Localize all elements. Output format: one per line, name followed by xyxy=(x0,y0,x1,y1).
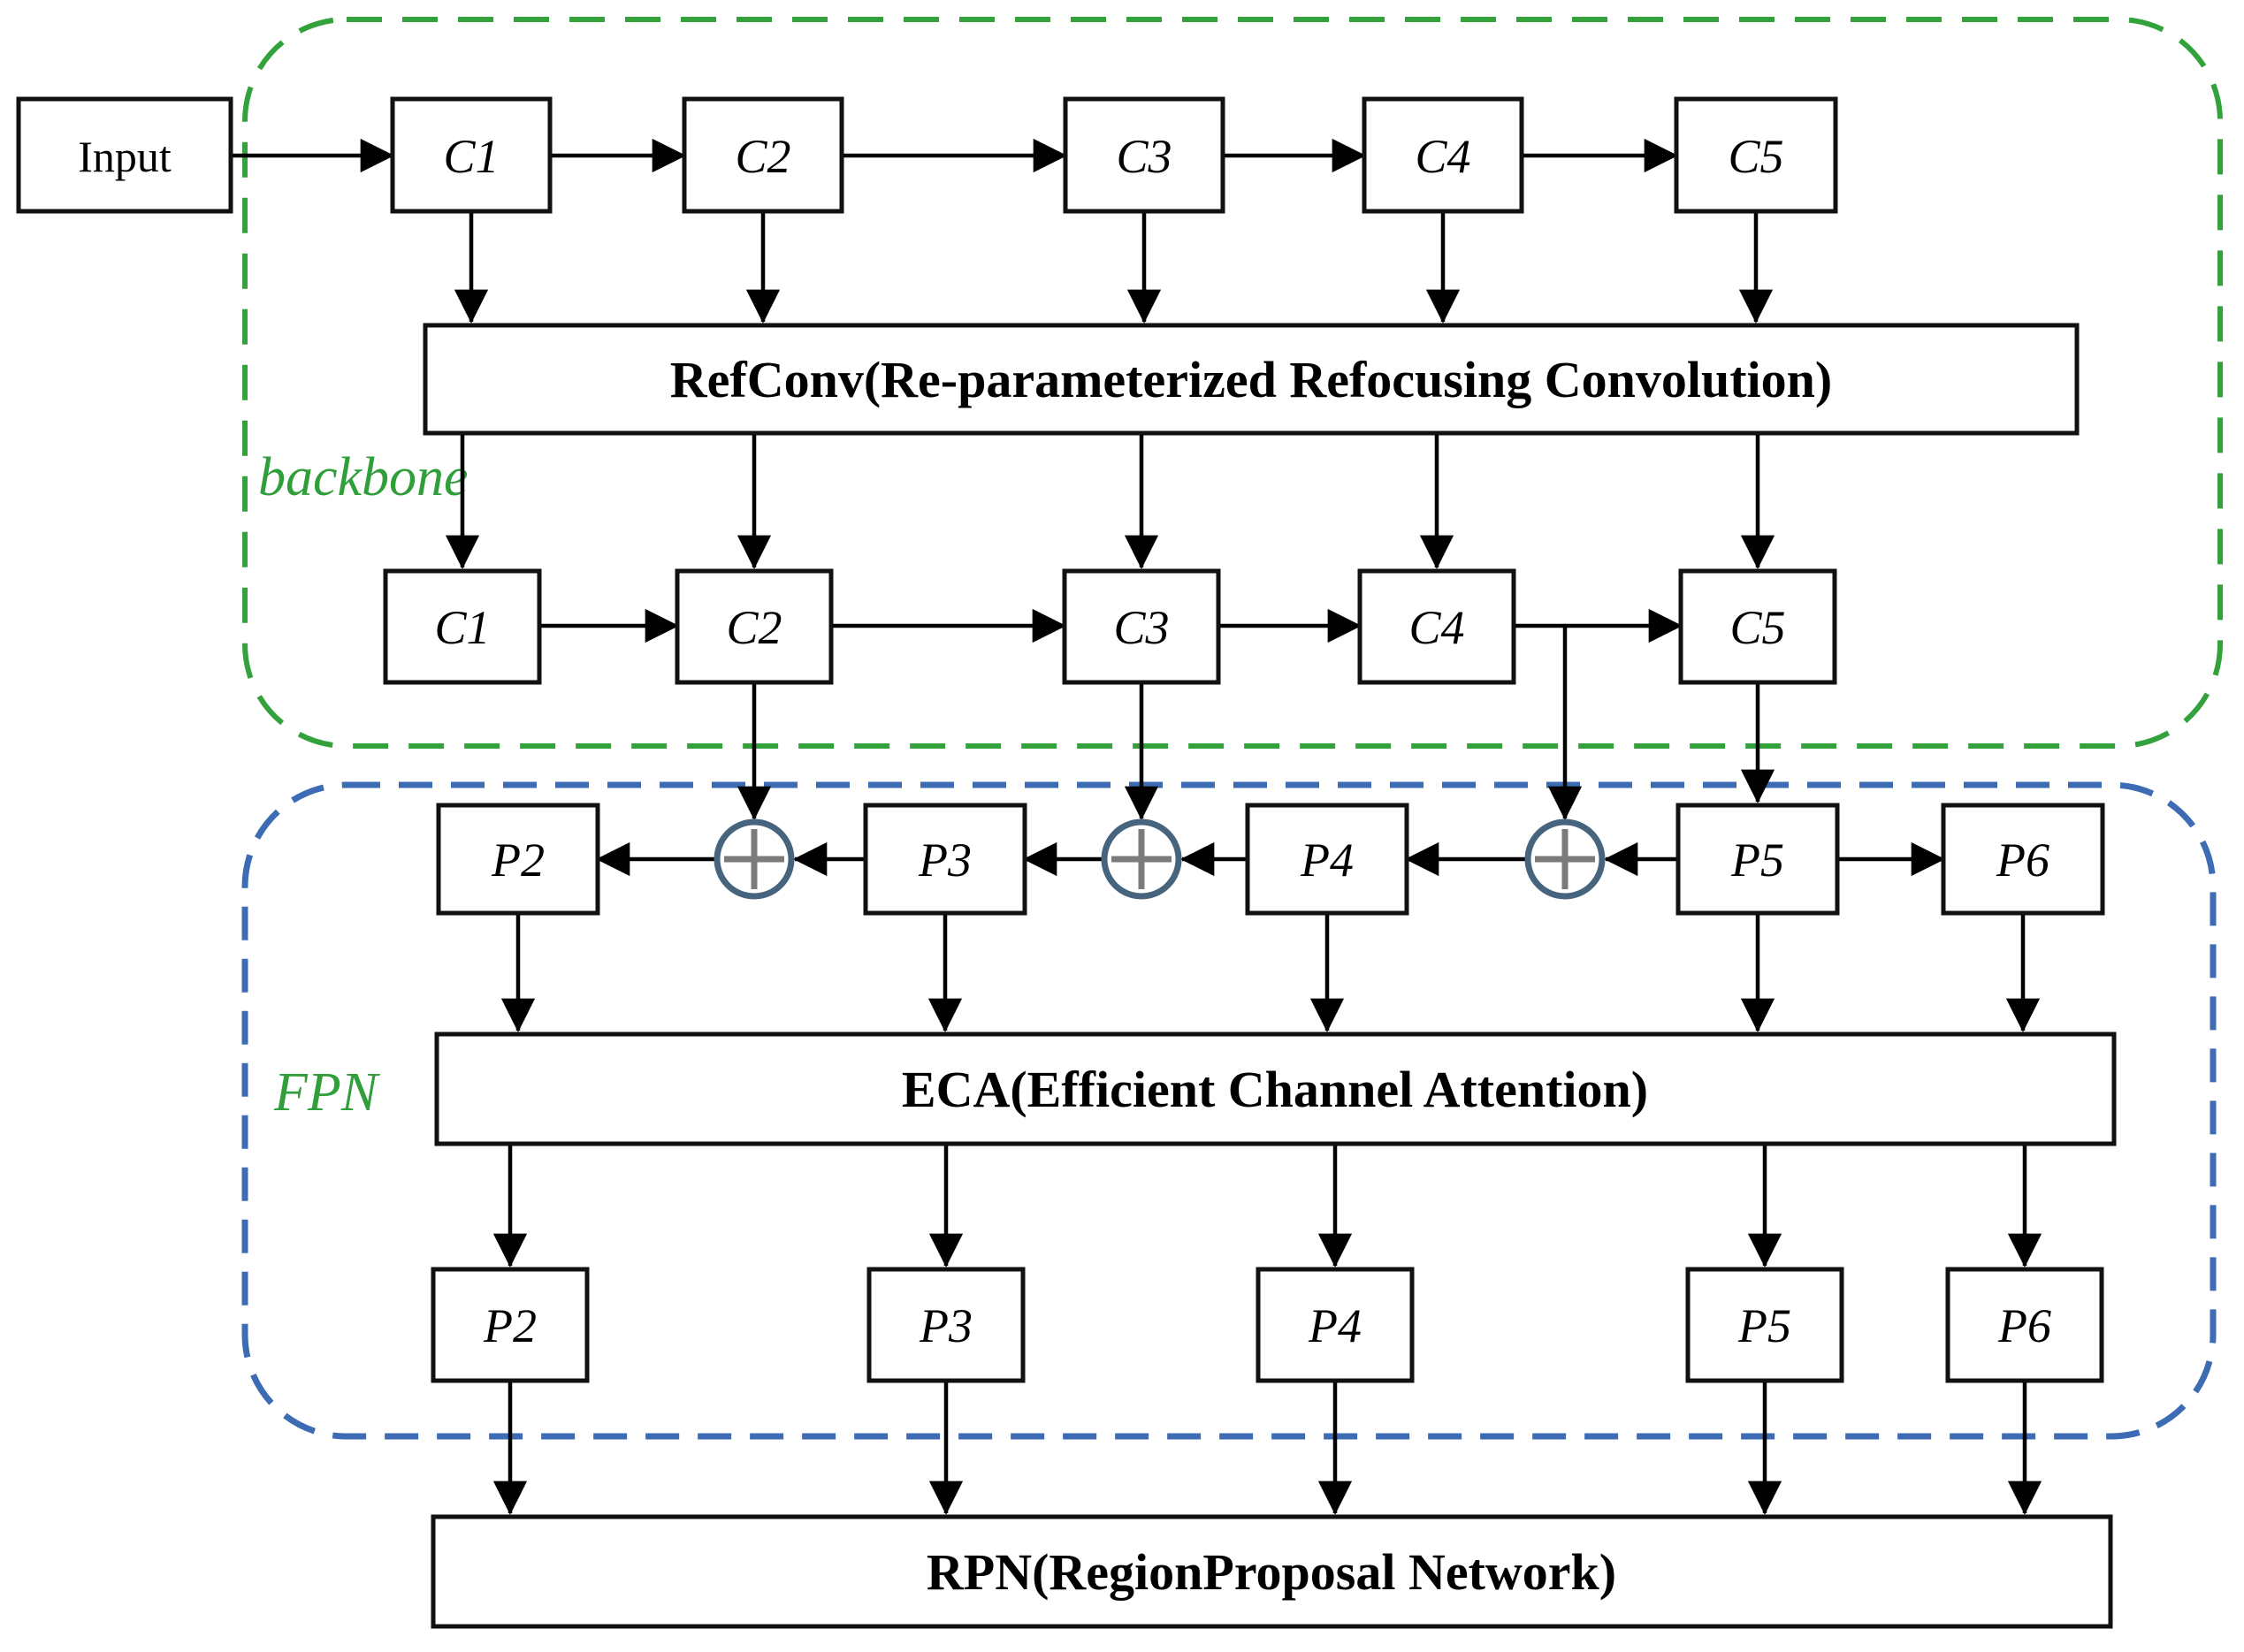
node-p5-row2: P5 xyxy=(1685,1267,1844,1383)
node-c2-row1: C2 xyxy=(682,96,844,214)
node-p5-row1-label: P5 xyxy=(1730,834,1784,887)
band-refconv-label: RefConv(Re-parameterized Refocusing Conv… xyxy=(670,351,1832,408)
node-p2-row1-label: P2 xyxy=(491,834,545,887)
band-refconv: RefConv(Re-parameterized Refocusing Conv… xyxy=(423,323,2080,436)
node-c2-row1-label: C2 xyxy=(735,130,790,183)
node-p3-row2: P3 xyxy=(866,1267,1026,1383)
node-input-label: Input xyxy=(78,132,172,181)
fpn-region-border xyxy=(241,781,2217,1440)
band-rpn: RPN(RegionProposal Network) xyxy=(431,1514,2113,1629)
plus-icon xyxy=(1111,829,1172,889)
adder-2 xyxy=(1101,818,1182,900)
node-p4-row1-label: P4 xyxy=(1300,834,1354,887)
backbone-region-label: backbone xyxy=(258,447,469,507)
node-p5-row1: P5 xyxy=(1675,803,1840,916)
adder-1 xyxy=(714,818,795,900)
node-c1-row1: C1 xyxy=(390,96,553,214)
node-c5-row2: C5 xyxy=(1678,568,1837,685)
node-p2-row2-label: P2 xyxy=(483,1299,537,1352)
node-c5-row1: C5 xyxy=(1674,96,1838,214)
node-c4-row1-label: C4 xyxy=(1415,130,1470,183)
backbone-region-border xyxy=(242,17,2223,749)
node-p6-row2-label: P6 xyxy=(1997,1299,2051,1352)
node-p5-row2-label: P5 xyxy=(1737,1299,1791,1352)
node-c1-row2: C1 xyxy=(383,568,542,685)
node-p3-row1-label: P3 xyxy=(918,834,972,887)
node-c5-row1-label: C5 xyxy=(1728,130,1783,183)
node-p4-row2-label: P4 xyxy=(1308,1299,1362,1352)
node-c1-row1-label: C1 xyxy=(443,130,499,183)
node-c2-row2-label: C2 xyxy=(726,601,782,654)
node-p4-row1: P4 xyxy=(1245,803,1409,916)
node-p4-row2: P4 xyxy=(1256,1267,1415,1383)
node-c3-row2: C3 xyxy=(1062,568,1221,685)
plus-icon xyxy=(1535,829,1595,889)
node-c4-row2-label: C4 xyxy=(1408,601,1464,654)
node-c4-row1: C4 xyxy=(1362,96,1524,214)
band-eca: ECA(Efficient Channel Attention) xyxy=(434,1032,2117,1146)
node-p3-row2-label: P3 xyxy=(919,1299,973,1352)
node-c3-row1: C3 xyxy=(1063,96,1225,214)
node-c3-row2-label: C3 xyxy=(1113,601,1169,654)
node-p6-row1-label: P6 xyxy=(1996,834,2049,887)
adder-3 xyxy=(1524,818,1606,900)
node-p3-row1: P3 xyxy=(863,803,1027,916)
node-c3-row1-label: C3 xyxy=(1116,130,1172,183)
band-rpn-label: RPN(RegionProposal Network) xyxy=(927,1543,1616,1601)
node-p2-row2: P2 xyxy=(431,1267,590,1383)
node-p2-row1: P2 xyxy=(436,803,600,916)
node-input: Input xyxy=(16,96,233,214)
node-c4-row2: C4 xyxy=(1357,568,1516,685)
node-p6-row2: P6 xyxy=(1945,1267,2104,1383)
node-p6-row1: P6 xyxy=(1941,803,2105,916)
node-c2-row2: C2 xyxy=(675,568,834,685)
plus-icon xyxy=(724,829,784,889)
band-eca-label: ECA(Efficient Channel Attention) xyxy=(902,1061,1648,1118)
fpn-region-label: FPN xyxy=(273,1062,381,1123)
node-c5-row2-label: C5 xyxy=(1729,601,1785,654)
node-c1-row2-label: C1 xyxy=(434,601,490,654)
